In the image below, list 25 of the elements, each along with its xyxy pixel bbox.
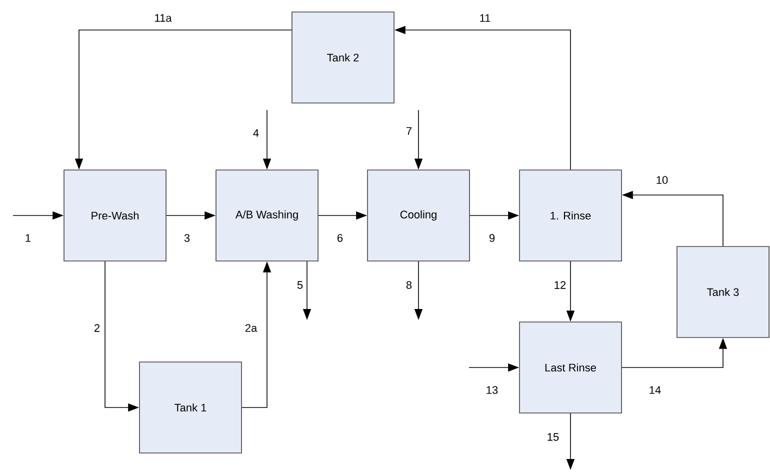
process-box: Cooling — [367, 170, 470, 262]
edge-label: 11 — [480, 14, 490, 22]
edge-label: 2 — [94, 324, 100, 332]
edge-label: 6 — [338, 234, 343, 242]
edge-label: 9 — [489, 234, 495, 242]
process-box: Tank 3 — [676, 246, 770, 338]
edge-label: 14 — [650, 386, 661, 394]
process-box: Last Rinse — [519, 322, 622, 414]
edge-label: 7 — [406, 127, 412, 135]
process-box: Tank 2 — [292, 12, 394, 104]
process-box: 1. Rinse — [519, 170, 622, 262]
process-box: Pre-Wash — [64, 170, 166, 262]
edge-label: 12 — [554, 281, 566, 289]
edge-label: 15 — [548, 433, 559, 441]
process-box: Tank 1 — [139, 362, 242, 454]
edge-label: 4 — [253, 129, 259, 137]
edge-label: 2a — [245, 324, 258, 332]
edge-label: 10 — [656, 176, 668, 184]
edge-label: 1 — [26, 234, 31, 242]
edge-label: 11a — [155, 14, 172, 22]
process-box: A/B Washing — [216, 170, 318, 262]
edge-label: 8 — [406, 281, 412, 289]
edge-label: 13 — [486, 386, 498, 394]
edge-label: 5 — [297, 281, 303, 289]
edge-label: 3 — [184, 234, 190, 242]
